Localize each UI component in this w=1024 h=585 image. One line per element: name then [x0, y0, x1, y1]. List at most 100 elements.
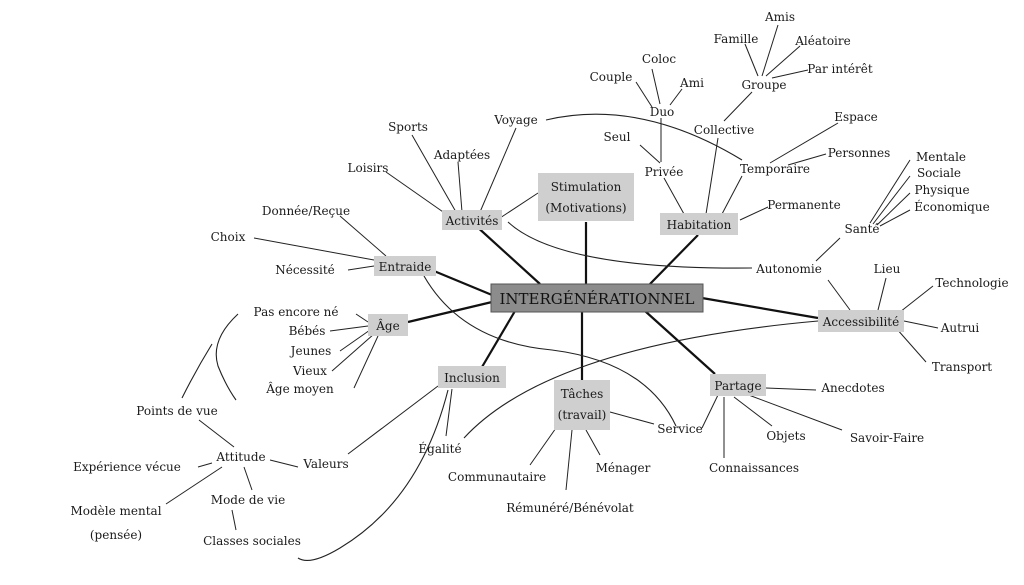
node-modele-mental: Modèle mental [70, 504, 161, 518]
node-famille: Famille [714, 32, 759, 46]
curve-entraide-service [423, 275, 677, 427]
habitation-box [660, 213, 738, 235]
link-groupe-collective [723, 91, 753, 122]
node-temporaire: Temporaire [740, 162, 810, 176]
node-mentale: Mentale [916, 150, 966, 164]
link-activites-sports [411, 134, 457, 213]
curve-bracket-pointsdevue [181, 343, 213, 399]
link-attitude-modedevie [243, 466, 253, 491]
link-taches-communautaire [529, 427, 557, 466]
link-pointsdevue-attitude [198, 419, 235, 448]
node-points-de-vue: Points de vue [136, 404, 217, 418]
link-activites-voyage [479, 127, 517, 213]
taches-label-line1: Tâches [561, 387, 604, 401]
accessibilite-box [818, 310, 904, 332]
node-sante: Santé [844, 222, 879, 236]
curve-inclusion-classes [297, 389, 449, 561]
link-age-pasencore [355, 313, 369, 323]
link-egalite-inclusion [445, 388, 453, 437]
curve-age-bracket [215, 313, 239, 401]
node-transport: Transport [932, 360, 992, 374]
node-seul: Seul [604, 130, 631, 144]
node-bebes: Bébés [289, 324, 326, 338]
node-donnee-recue: Donnée/Reçue [262, 204, 350, 218]
node-necessite: Nécessité [275, 263, 335, 277]
link-collective-habitation [705, 137, 719, 215]
category-boxes [368, 173, 904, 430]
link-temporaire-espace [769, 122, 839, 164]
node-espace: Espace [834, 110, 878, 124]
link-seul-privee [639, 144, 661, 164]
link-center-age [407, 300, 493, 324]
link-sante-sociale [872, 175, 911, 225]
node-attitude: Attitude [215, 450, 265, 464]
link-accessibilite-technologie [899, 285, 934, 313]
link-groupe-interet [771, 69, 809, 79]
node-adaptees: Adaptées [433, 148, 490, 162]
curve-activites-autonomie [507, 221, 753, 269]
link-lieu-accessibilite [877, 277, 887, 311]
link-sante-economique [879, 209, 911, 227]
link-sante-physique [876, 192, 911, 226]
link-temporaire-personnes [787, 153, 827, 166]
node-physique: Physique [914, 183, 969, 197]
node-jeunes: Jeunes [289, 344, 332, 358]
link-sante-autonomie [815, 237, 841, 262]
node-service: Service [657, 422, 703, 436]
link-temporaire-habitation [721, 175, 743, 215]
stimulation-box [538, 173, 634, 221]
stimulation-label-line1: Stimulation [551, 180, 622, 194]
node-collective: Collective [694, 123, 754, 137]
node-remunere: Rémunéré/Bénévolat [506, 501, 634, 515]
node-connaissances: Connaissances [709, 461, 799, 475]
link-taches-menager [585, 429, 601, 456]
link-duo-coloc [651, 68, 661, 105]
node-savoir-faire: Savoir-Faire [850, 431, 924, 445]
node-pas-encore-ne: Pas encore né [254, 305, 339, 319]
link-duo-couple [635, 81, 653, 108]
node-economique: Économique [914, 199, 989, 214]
link-age-moyen [353, 335, 379, 389]
node-mode-de-vie: Mode de vie [211, 493, 285, 507]
link-partage-anecdotes [765, 387, 817, 391]
node-anecdotes: Anecdotes [820, 381, 884, 395]
curve-voyage-temporaire [545, 113, 743, 161]
taches-box [554, 380, 610, 430]
link-partage-savoirfaire [745, 393, 843, 431]
node-technologie: Technologie [935, 276, 1008, 290]
entraide-box [374, 256, 436, 276]
inclusion-box [438, 366, 506, 388]
node-coloc: Coloc [642, 52, 676, 66]
node-communautaire: Communautaire [448, 470, 546, 484]
link-modele-attitude [165, 466, 223, 505]
center-label: INTERGÉNÉRATIONNEL [500, 290, 695, 308]
node-menager: Ménager [596, 461, 651, 475]
activites-box [442, 210, 502, 230]
link-service-partage [701, 394, 719, 429]
link-groupe-famille [744, 43, 759, 77]
node-permanente: Permanente [767, 198, 840, 212]
link-autonomie-accessibilite [827, 279, 851, 311]
activites-label: Activités [445, 214, 499, 228]
link-taches-service [609, 411, 655, 425]
node-age-moyen: Âge moyen [265, 381, 334, 396]
link-entraide-donnee [339, 215, 387, 257]
link-activites-adaptees [457, 161, 463, 213]
node-privee: Privée [645, 165, 684, 179]
node-ami: Ami [679, 76, 704, 90]
link-age-bebes [329, 325, 369, 332]
node-personnes: Personnes [828, 146, 890, 160]
link-center-activites [473, 223, 541, 285]
node-voyage: Voyage [493, 113, 538, 127]
curve-egalite-accessibilite [463, 320, 819, 439]
node-valeurs: Valeurs [302, 457, 348, 471]
category-labels: INTERGÉNÉRATIONNEL Stimulation (Motivati… [375, 180, 899, 422]
link-center-entraide [433, 269, 493, 297]
node-classes-sociales: Classes sociales [203, 534, 301, 548]
link-accessibilite-transport [895, 327, 927, 363]
link-age-jeunes [339, 329, 371, 352]
node-groupe: Groupe [741, 78, 786, 92]
link-habitation-permanente [739, 206, 769, 221]
node-couple: Couple [590, 70, 633, 84]
